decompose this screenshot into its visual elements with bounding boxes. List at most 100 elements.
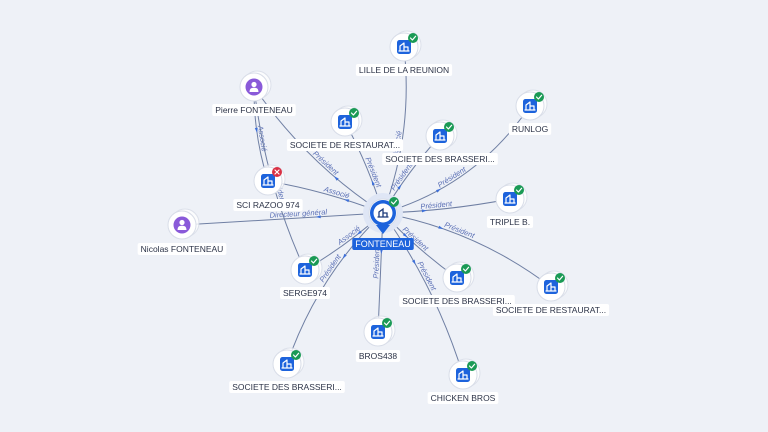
edge-label: Président bbox=[443, 220, 477, 240]
label-background bbox=[355, 350, 401, 362]
center-label-background bbox=[352, 238, 414, 250]
node-label-text: SOCIETE DES BRASSERI... bbox=[402, 296, 512, 306]
node-label: Pierre FONTENEAU bbox=[212, 104, 296, 116]
building-icon bbox=[397, 40, 411, 54]
center-label: FONTENEAU bbox=[352, 238, 414, 250]
node-label: BROS438 bbox=[355, 350, 401, 362]
user-icon bbox=[173, 216, 191, 234]
node-label-text: SOCIETE DE RESTAURAT... bbox=[496, 305, 606, 315]
building-icon bbox=[377, 207, 389, 218]
edge-arrow-icon bbox=[344, 199, 350, 203]
node-label: RUNLOG bbox=[508, 123, 552, 135]
node-societe-des-brasseri[interactable]: SOCIETE DES BRASSERI... bbox=[229, 347, 345, 393]
check-badge-icon bbox=[534, 92, 544, 102]
label-background bbox=[229, 381, 345, 393]
building-icon bbox=[450, 271, 464, 285]
edge-line bbox=[382, 212, 464, 376]
node-label: SOCIETE DE RESTAURAT... bbox=[492, 304, 610, 316]
edge-arrow-icon bbox=[315, 215, 321, 219]
edge-label: Président bbox=[416, 260, 439, 293]
label-background bbox=[399, 295, 515, 307]
node-label-text: TRIPLE B. bbox=[490, 217, 530, 227]
edge-line bbox=[181, 212, 384, 226]
building-icon bbox=[298, 263, 312, 277]
edge-label: Président bbox=[311, 149, 341, 178]
node-label: SOCIETE DES BRASSERI... bbox=[399, 295, 515, 307]
node-pierre-fonteneau[interactable]: Pierre FONTENEAU bbox=[212, 70, 296, 116]
building-icon bbox=[456, 368, 470, 382]
building-icon bbox=[338, 115, 352, 129]
node-label: LILLE DE LA REUNION bbox=[355, 64, 453, 76]
edge-label: Président bbox=[436, 164, 468, 189]
node-runlog[interactable]: RUNLOG bbox=[508, 89, 552, 135]
node-nicolas-fonteneau[interactable]: Nicolas FONTENEAU bbox=[137, 208, 227, 255]
check-badge-icon bbox=[382, 318, 392, 328]
edge-arrow-icon bbox=[397, 184, 402, 190]
label-background bbox=[137, 243, 227, 255]
node-label-text: BROS438 bbox=[359, 351, 398, 361]
label-background bbox=[355, 64, 453, 76]
node-label-text: SOCIETE DES BRASSERI... bbox=[385, 154, 495, 164]
check-badge-icon bbox=[349, 108, 359, 118]
edge-arrow-icon bbox=[342, 253, 347, 259]
user-icon bbox=[245, 78, 263, 96]
node-sci-razoo-974[interactable]: SCI RAZOO 974 bbox=[233, 164, 303, 211]
label-background bbox=[212, 104, 296, 116]
check-badge-icon bbox=[514, 185, 524, 195]
node-label: Nicolas FONTENEAU bbox=[137, 243, 227, 255]
node-bros438[interactable]: BROS438 bbox=[355, 315, 401, 362]
node-label: SOCIETE DES BRASSERI... bbox=[229, 381, 345, 393]
node-label-text: SOCIETE DE RESTAURAT... bbox=[290, 140, 400, 150]
check-badge-icon bbox=[408, 33, 418, 43]
node-serge974[interactable]: SERGE974 bbox=[280, 253, 330, 299]
check-badge-icon bbox=[389, 197, 399, 207]
edge-line bbox=[382, 212, 552, 288]
edge-label: Président bbox=[389, 160, 415, 192]
edge-label: Président bbox=[371, 246, 381, 279]
building-icon bbox=[371, 325, 385, 339]
node-societe-de-restaurat[interactable]: SOCIETE DE RESTAURAT... bbox=[492, 270, 610, 316]
node-label: SERGE974 bbox=[280, 287, 330, 299]
label-background bbox=[486, 216, 534, 228]
edge-label: Président bbox=[420, 199, 453, 211]
node-label-text: RUNLOG bbox=[512, 124, 548, 134]
check-badge-icon bbox=[291, 350, 301, 360]
check-badge-icon bbox=[467, 361, 477, 371]
edge-line bbox=[286, 212, 384, 365]
center-label-text: FONTENEAU bbox=[355, 239, 411, 249]
edge-arrow-icon bbox=[334, 176, 339, 181]
node-societe-des-brasseri[interactable]: SOCIETE DES BRASSERI... bbox=[399, 261, 515, 307]
center-node[interactable]: FONTENEAU bbox=[352, 193, 414, 250]
label-background bbox=[427, 392, 499, 404]
label-background bbox=[492, 304, 610, 316]
building-icon bbox=[280, 357, 294, 371]
node-label: SCI RAZOO 974 bbox=[233, 199, 303, 211]
building-icon bbox=[523, 99, 537, 113]
node-label-text: SCI RAZOO 974 bbox=[236, 200, 300, 210]
label-background bbox=[286, 139, 404, 151]
label-background bbox=[382, 153, 498, 165]
node-chicken-bros[interactable]: CHICKEN BROS bbox=[427, 358, 499, 404]
edge-arrow-icon bbox=[356, 230, 362, 235]
node-label: SOCIETE DES BRASSERI... bbox=[382, 153, 498, 165]
building-icon bbox=[433, 129, 447, 143]
edge-arrow-icon bbox=[421, 209, 427, 213]
check-badge-icon bbox=[555, 273, 565, 283]
building-icon bbox=[544, 280, 558, 294]
edge-arrow-icon bbox=[411, 259, 416, 265]
node-label-text: CHICKEN BROS bbox=[431, 393, 496, 403]
node-label: SOCIETE DE RESTAURAT... bbox=[286, 139, 404, 151]
label-background bbox=[280, 287, 330, 299]
node-lille-de-la-reunion[interactable]: LILLE DE LA REUNION bbox=[355, 30, 453, 76]
node-triple-b[interactable]: TRIPLE B. bbox=[486, 182, 534, 228]
node-label-text: SOCIETE DES BRASSERI... bbox=[232, 382, 342, 392]
node-societe-de-restaurat[interactable]: SOCIETE DE RESTAURAT... bbox=[286, 105, 404, 151]
check-badge-icon bbox=[444, 122, 454, 132]
node-societe-des-brasseri[interactable]: SOCIETE DES BRASSERI... bbox=[382, 119, 498, 165]
edge-arrow-icon bbox=[371, 180, 375, 186]
node-label-text: Pierre FONTENEAU bbox=[215, 105, 292, 115]
building-icon bbox=[261, 174, 275, 188]
node-label: CHICKEN BROS bbox=[427, 392, 499, 404]
node-label-text: Nicolas FONTENEAU bbox=[141, 244, 224, 254]
